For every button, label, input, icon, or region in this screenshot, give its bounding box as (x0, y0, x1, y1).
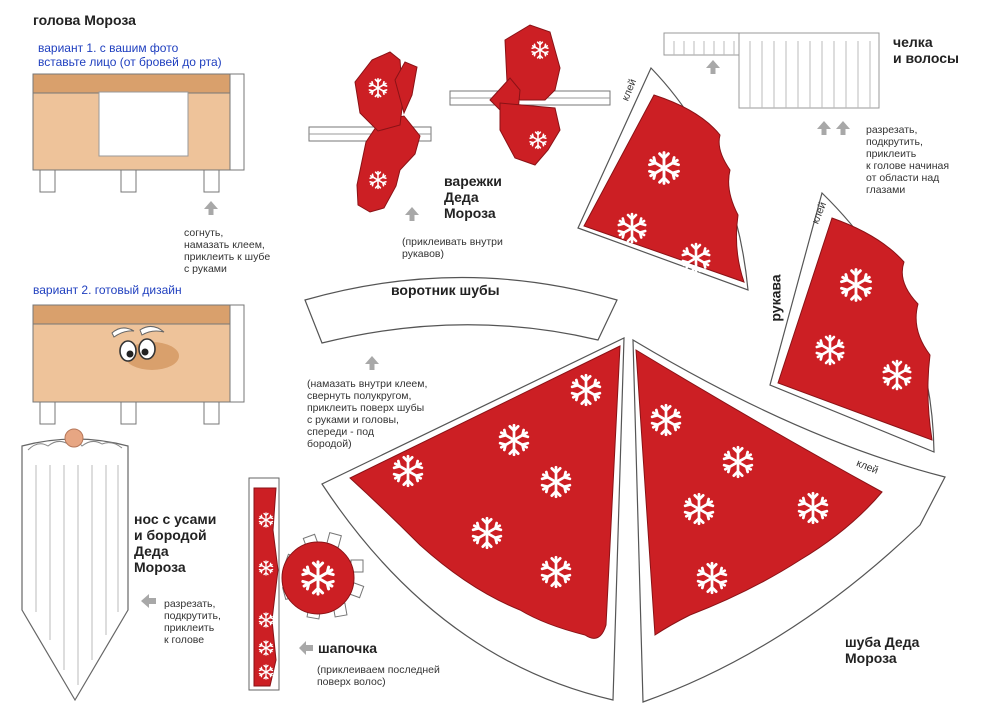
arrow-up-icon (817, 121, 831, 135)
head-variant1-label: вариант 1. с вашим фото вставьте лицо (о… (38, 41, 222, 69)
mittens-note: (приклеивать внутри рукавов) (402, 236, 503, 260)
beard-piece (21, 428, 129, 702)
arrow-up-icon (204, 201, 218, 215)
head-piece-ready (32, 304, 245, 425)
arrow-left-icon (141, 594, 156, 608)
eyebrow-left (111, 327, 135, 338)
mitten-right (449, 24, 611, 166)
hat-piece (248, 477, 365, 691)
beard-note: разрезать, подкрутить, приклеить к голов… (164, 598, 221, 646)
hat-title: шапочка (318, 640, 378, 656)
eyebrow-right (139, 326, 165, 336)
bangs-piece (663, 32, 880, 109)
sleeves-title: рукава (767, 274, 784, 322)
sleeve-piece-1 (577, 66, 749, 291)
arrow-up-icon (836, 121, 850, 135)
sleeve-piece-2 (769, 191, 935, 453)
bangs-title: челка и волосы (893, 34, 959, 66)
coat-piece-right (632, 338, 946, 703)
arrow-left-icon (299, 641, 313, 655)
collar-title: воротник шубы (391, 282, 500, 298)
bangs-note: разрезать, подкрутить, приклеить к голов… (866, 124, 950, 196)
mitten-left (308, 51, 432, 213)
coat-title: шуба Деда Мороза (845, 634, 920, 666)
hat-note: (приклеиваем последней поверх волос) (317, 664, 440, 688)
collar-note: (намазать внутри клеем, свернуть полукру… (307, 378, 428, 450)
collar-piece (304, 276, 618, 344)
arrow-up-icon (706, 60, 720, 74)
nose (64, 428, 84, 448)
coat-piece-left (321, 337, 625, 701)
head-piece-photo (32, 73, 245, 193)
eye-right (138, 338, 156, 360)
head-fold-note: согнуть, намазать клеем, приклеить к шуб… (184, 227, 271, 275)
arrow-up-icon (365, 356, 379, 370)
arrow-up-icon (405, 207, 419, 221)
head-variant2-label: вариант 2. готовый дизайн (33, 283, 182, 297)
beard-title: нос с усами и бородой Деда Мороза (134, 511, 217, 575)
mittens-title: варежки Деда Мороза (444, 173, 502, 221)
photo-placeholder (98, 91, 189, 157)
eye-left (119, 340, 137, 362)
head-title: голова Мороза (33, 12, 136, 28)
